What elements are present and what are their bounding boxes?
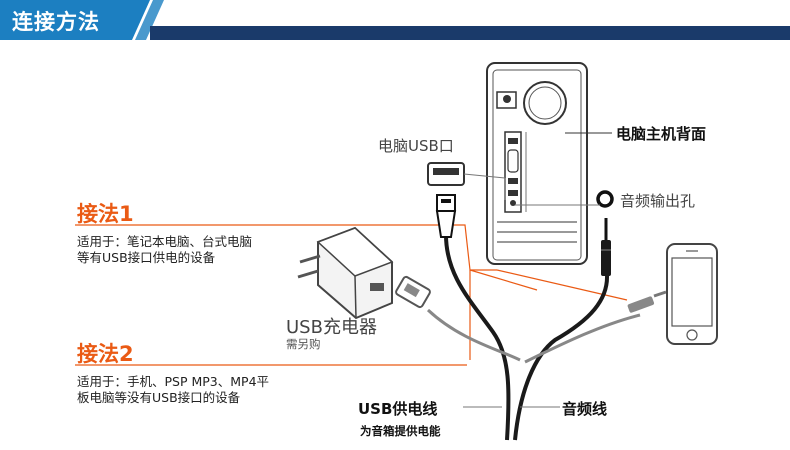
label-usb-power-cable: USB供电线 [358, 400, 438, 418]
io-port-serial [507, 149, 519, 173]
fan-outer [523, 81, 567, 125]
gray-audio-line [524, 313, 641, 364]
guide-method-1-b [469, 269, 538, 291]
charger-prong-2 [297, 269, 319, 279]
audio-cable-top [513, 218, 611, 441]
tower-panel [492, 69, 582, 261]
audio-cable-line [513, 274, 610, 441]
phone-screen [671, 257, 713, 327]
page-title: 连接方法 [12, 10, 100, 34]
gray-usb-line [426, 308, 521, 362]
banner-stripe [135, 0, 164, 40]
io-port-1 [508, 138, 518, 144]
method-1-desc: 适用于：笔记本电脑、台式电脑等有USB接口供电的设备 [77, 234, 253, 265]
io-port-usb-b [508, 190, 518, 196]
gray-audio-jack [627, 290, 667, 313]
usb-cable-line [444, 234, 511, 441]
usb-cable [435, 194, 511, 441]
gray-jack-tip [653, 290, 667, 298]
label-usb-port: 电脑USB口 [378, 137, 454, 155]
orange-guides [75, 224, 628, 366]
gray-usb-plug [395, 275, 431, 309]
title-banner [0, 0, 790, 40]
label-audio-out: 音频输出孔 [620, 192, 696, 210]
charger-prong-1 [299, 254, 321, 264]
computer-tower [486, 62, 612, 265]
power-socket [496, 91, 517, 109]
audio-jack-body [601, 240, 611, 276]
label-charger-note: 需另购 [286, 337, 321, 351]
io-port-usb-a [508, 178, 518, 184]
audio-out-callout [515, 190, 614, 208]
charger-top [316, 227, 394, 277]
usb-plug-contact [441, 199, 451, 203]
usb-port-leader [463, 173, 506, 179]
io-port-audio [510, 200, 516, 206]
label-usb-power-note: 为音箱提供电能 [360, 424, 441, 438]
guide-method-1 [75, 224, 497, 271]
audio-out-icon [596, 190, 614, 208]
usb-port-tongue [433, 168, 459, 175]
tower-case [486, 62, 588, 265]
label-charger: USB充电器 [286, 317, 377, 338]
method-2-desc: 适用于：手机、PSP MP3、MP4平板电脑等没有USB接口的设备 [77, 374, 270, 405]
gray-usb-plug-contact [403, 283, 420, 298]
gray-cables [426, 308, 641, 364]
label-computer-back: 电脑主机背面 [616, 125, 707, 143]
smartphone [666, 243, 718, 345]
charger-usb-slot [370, 283, 384, 291]
charger-edge [354, 275, 357, 319]
usb-plug-body [435, 210, 457, 238]
io-panel [504, 131, 522, 213]
fan-inner [528, 86, 562, 120]
power-socket-hole [503, 95, 511, 103]
banner-blue-block [0, 0, 150, 40]
gray-jack-body [627, 296, 655, 313]
usb-port-callout [427, 162, 506, 200]
usb-charger [297, 226, 394, 320]
label-audio-cable: 音频线 [562, 400, 608, 418]
method-1-title: 接法1 [77, 202, 134, 226]
banner-band [150, 26, 790, 40]
phone-home-button [686, 329, 698, 341]
method-2-title: 接法2 [77, 342, 134, 366]
